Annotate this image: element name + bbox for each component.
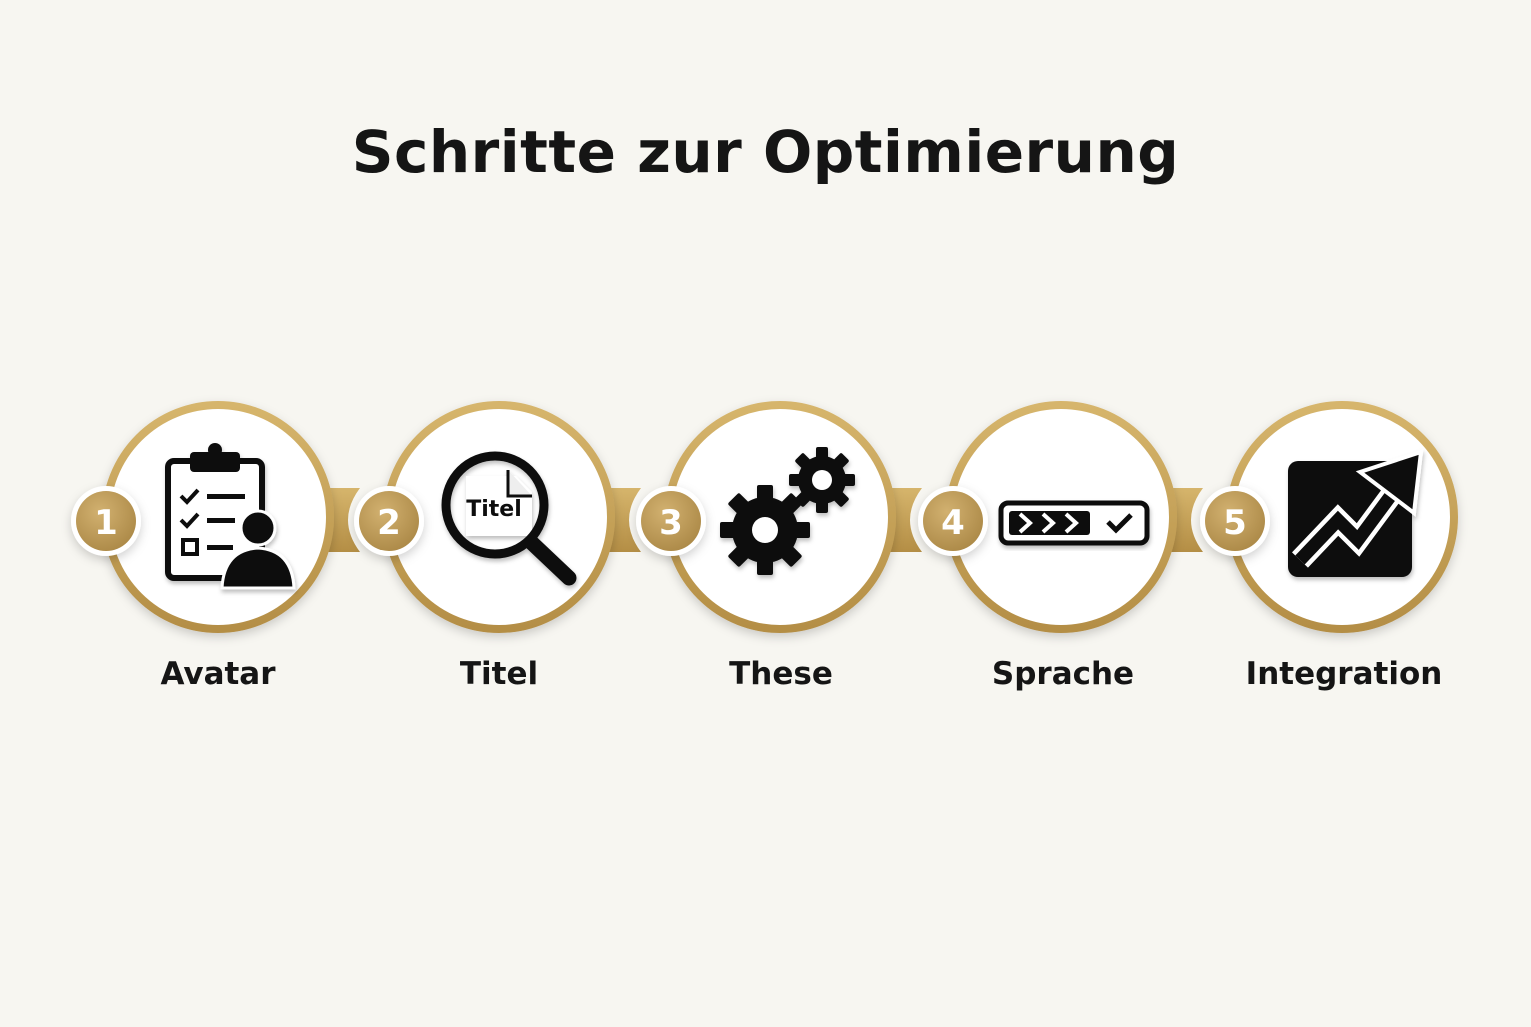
gears-icon <box>720 447 855 575</box>
step-number-2: 2 <box>377 503 401 543</box>
step-label-1: Avatar <box>160 656 276 692</box>
step-label-4: Sprache <box>991 656 1135 692</box>
step-label-5: Integration <box>1245 656 1443 692</box>
progress-bar-check-icon <box>998 500 1150 546</box>
step-badge-5: 5 <box>1200 486 1270 556</box>
step-number-5: 5 <box>1223 503 1247 543</box>
step-label-2: Titel <box>459 656 539 692</box>
step-number-3: 3 <box>659 503 683 543</box>
magnifier-text: Titel <box>466 497 522 522</box>
page-title: Schritte zur Optimierung <box>351 118 1180 186</box>
step-number-4: 4 <box>941 503 965 543</box>
growth-arrow-icon <box>1288 449 1424 577</box>
step-badge-4: 4 <box>918 486 988 556</box>
step-badge-1: 1 <box>71 486 141 556</box>
step-number-1: 1 <box>94 503 118 543</box>
step-label-3: These <box>729 656 833 692</box>
step-badge-2: 2 <box>354 486 424 556</box>
magnifier-document-icon: Titel <box>441 451 577 586</box>
clipboard-person-icon <box>165 443 296 590</box>
step-badge-3: 3 <box>636 486 706 556</box>
